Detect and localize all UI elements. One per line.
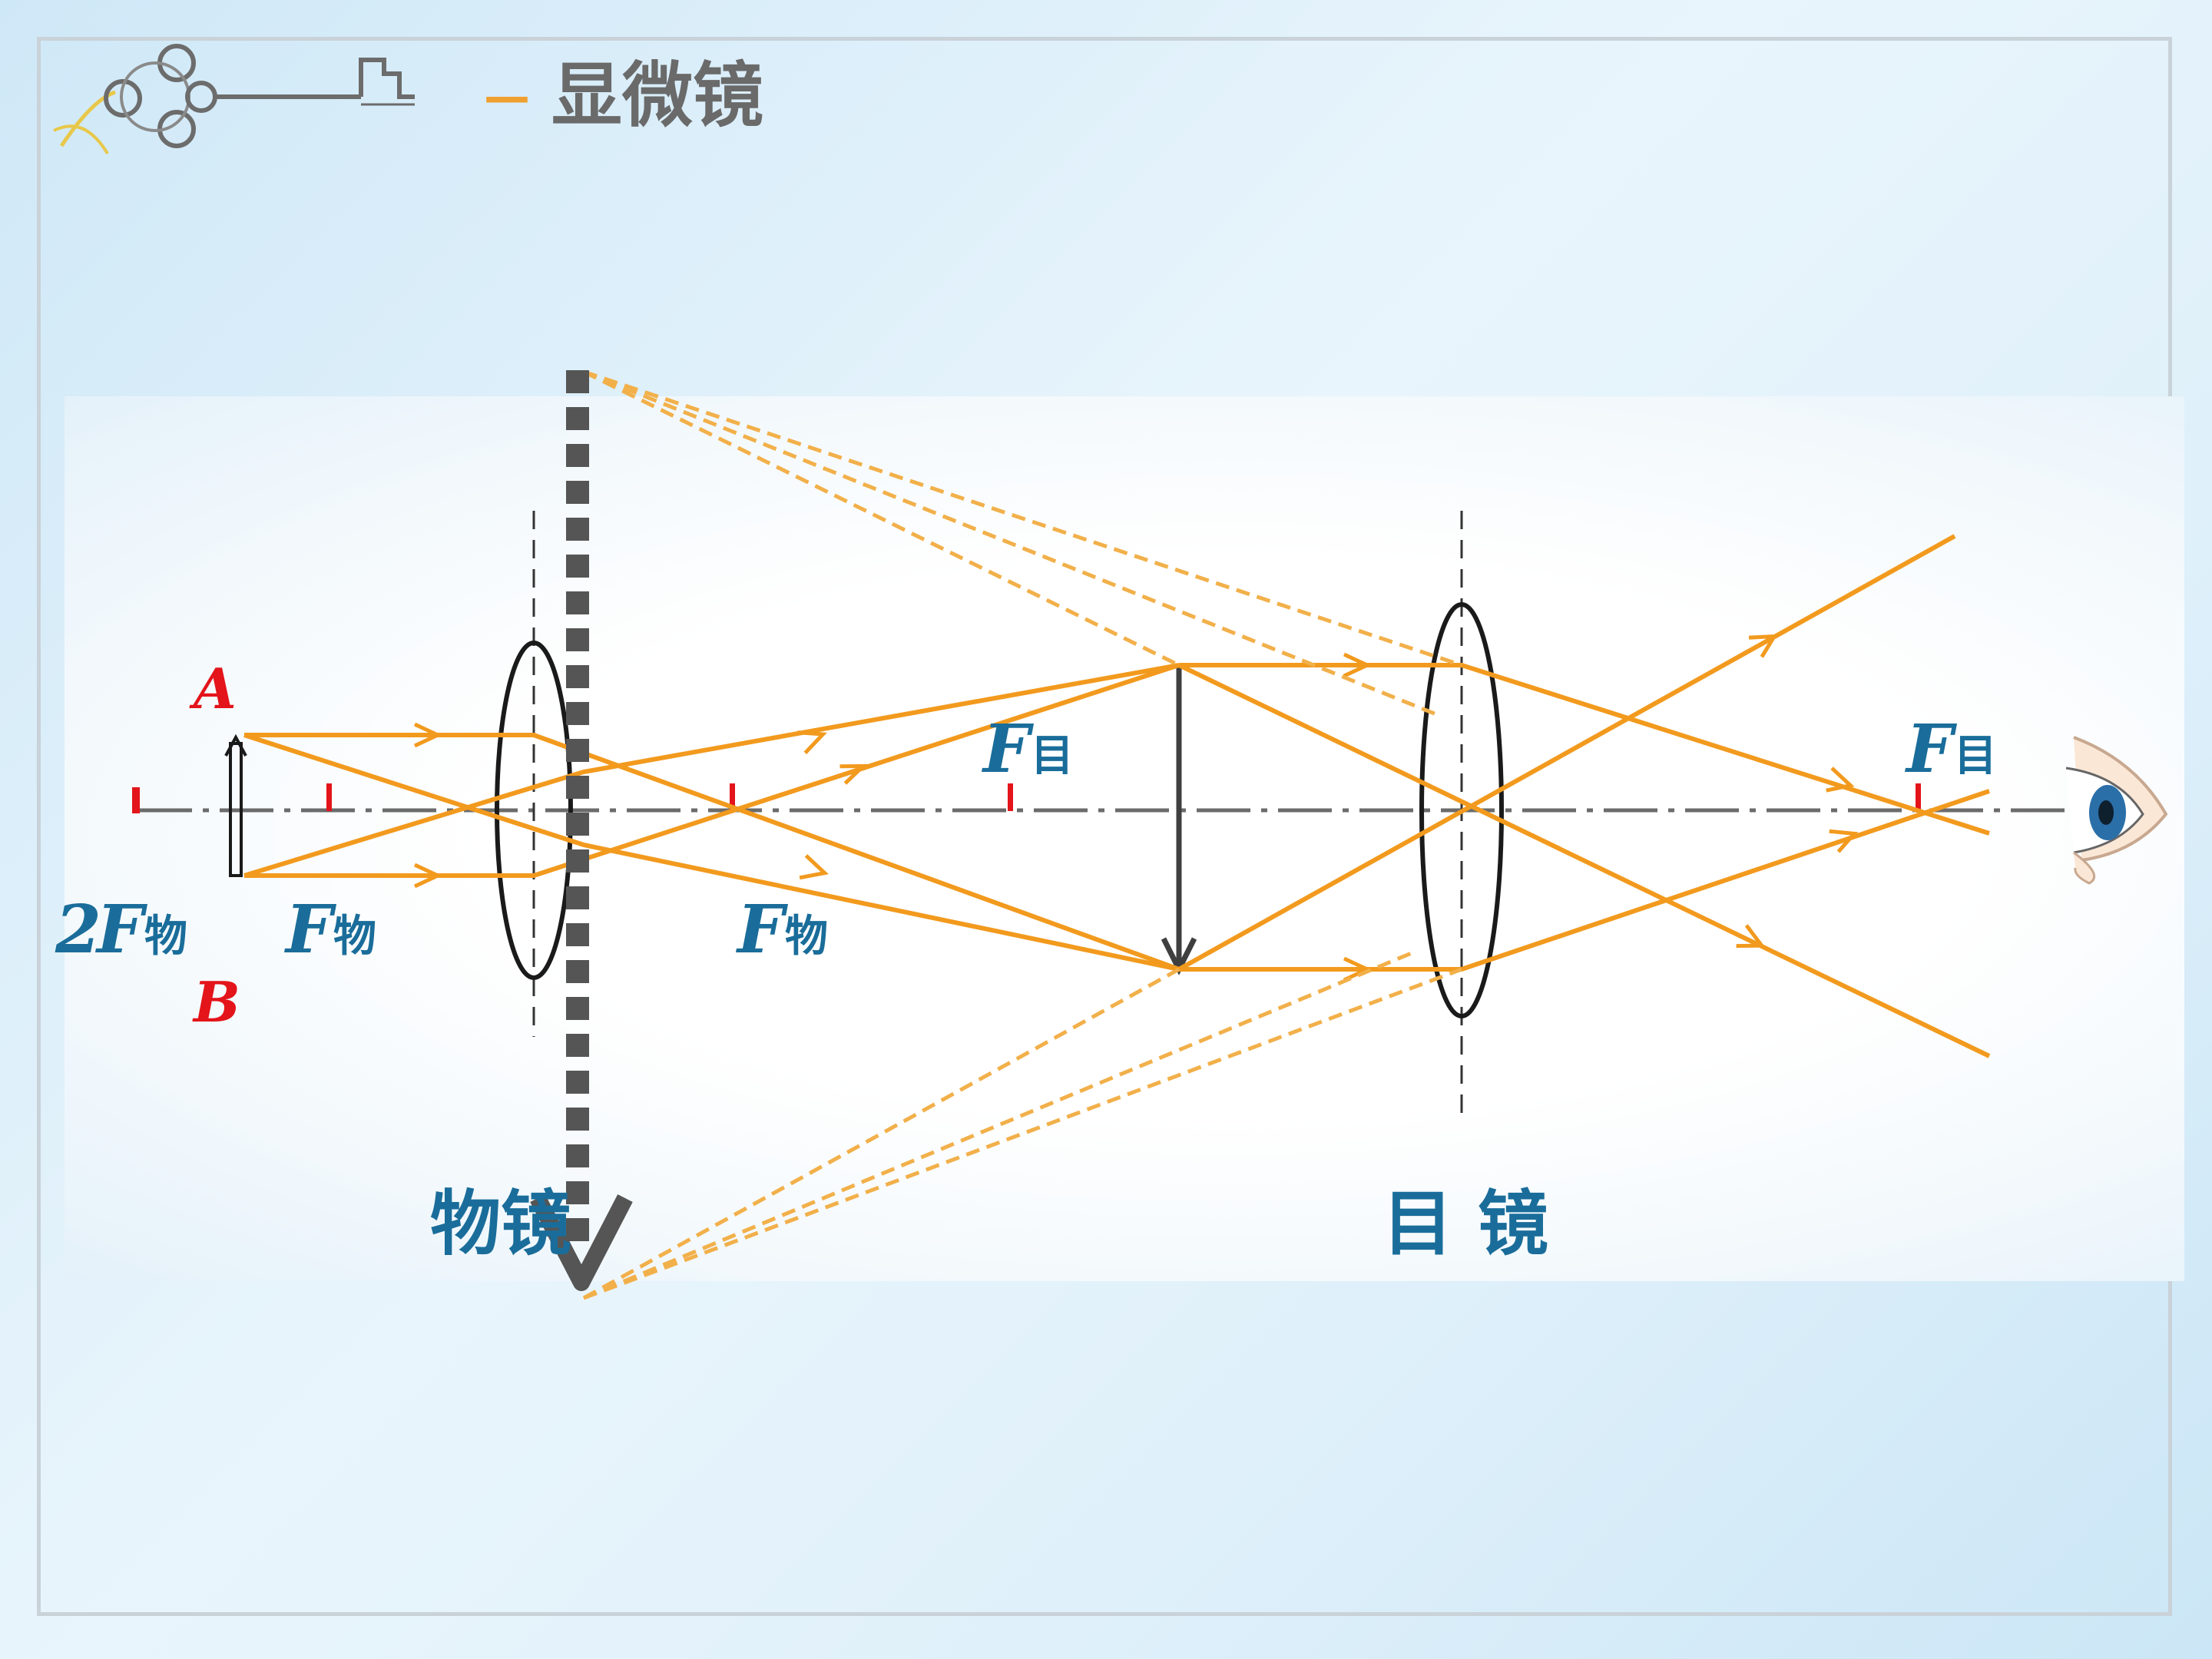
label-2f-objective: 2 F 物 (55, 891, 187, 969)
focal-mark-f-eye-right (1916, 783, 1921, 811)
label-f-eyepiece-right: F 目 (1904, 710, 1997, 788)
eye-icon (2065, 736, 2168, 885)
ray-direction-arrows (413, 634, 1859, 982)
page-title: 显微镜 (551, 55, 763, 137)
key-icon (53, 44, 415, 155)
focal-mark-2f-obj (132, 787, 140, 813)
virtual-image-rays (582, 369, 1462, 1300)
eyepiece-lens (1419, 602, 1504, 1018)
label-point-b: B (192, 969, 240, 1035)
solid-rays (243, 534, 1991, 1058)
focal-marks (132, 783, 1921, 813)
intermediate-image-arrow (1161, 665, 1197, 975)
label-f-eyepiece-left: F 目 (981, 710, 1074, 788)
ray-b-through-focus (243, 663, 1180, 878)
focal-mark-f-eye-left (1008, 783, 1013, 811)
diagram-panel (65, 396, 2184, 1281)
ray-a-through-focus (243, 733, 1180, 972)
svg-text:物: 物 (144, 912, 187, 962)
focal-mark-f-obj-right (730, 783, 735, 811)
svg-text:F: F (735, 891, 789, 969)
title-dash: — (484, 70, 530, 124)
object-arrow (224, 733, 247, 877)
label-f-objective-left: F 物 (283, 891, 376, 969)
svg-text:物: 物 (333, 912, 376, 962)
svg-text:目: 目 (1954, 731, 1997, 781)
svg-text:物: 物 (785, 912, 828, 962)
ray-a-center-unused (244, 665, 1179, 735)
eye-ray-bottom-center (1177, 534, 1956, 972)
svg-text:F: F (94, 891, 148, 969)
eye-ray-top-center (1177, 663, 1991, 1058)
svg-text:F: F (283, 891, 337, 969)
svg-text:目: 目 (1031, 731, 1074, 781)
focal-mark-f-obj-left (326, 783, 332, 811)
svg-text:2: 2 (55, 891, 101, 969)
eye-ray-bottom-parallel (1179, 789, 1990, 972)
label-eyepiece-lens: 目 镜 (1382, 1183, 1548, 1265)
label-f-objective-right: F 物 (735, 891, 828, 969)
svg-text:F: F (981, 710, 1035, 788)
label-point-a: A (189, 656, 237, 721)
objective-lens (495, 641, 573, 980)
label-objective-lens: 物镜 (430, 1183, 571, 1265)
down-arrow-icon (530, 370, 633, 1291)
eye-ray-top-parallel (1179, 663, 1990, 836)
ray-a-parallel (244, 733, 1181, 972)
ray-b-parallel (244, 663, 1180, 878)
svg-text:F: F (1904, 710, 1958, 788)
